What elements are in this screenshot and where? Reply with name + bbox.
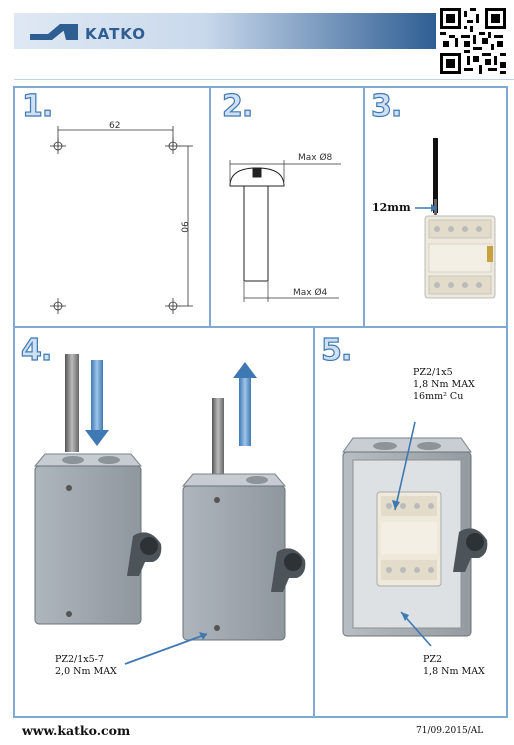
step-4-note-line1: PZ2/1x5-7: [55, 654, 104, 665]
step-1-panel: [13, 86, 211, 328]
wire-stripping-drawing: [415, 138, 496, 299]
step-5-top-note-line3: 16mm² Cu: [413, 391, 464, 402]
dimension-width-label: 62: [109, 121, 121, 131]
qr-code-icon[interactable]: [440, 8, 506, 74]
head-diameter-label: Max Ø8: [298, 153, 333, 163]
step-5-bottom-note-line1: PZ2: [423, 654, 443, 665]
strip-length-label: 12mm: [372, 201, 411, 214]
document-code: 71/09.2015/AL: [416, 726, 484, 736]
enclosure-knockout-drawing: [33, 354, 306, 665]
hole-bottom-left: [50, 298, 66, 314]
screw-drawing: [229, 160, 341, 302]
step-5-top-note-line1: PZ2/1x5: [413, 367, 453, 378]
step-1-number: 1.: [21, 88, 54, 124]
katko-logo-icon: [30, 24, 78, 40]
step-5-bottom-note-line2: 1,8 Nm MAX: [423, 666, 485, 677]
brand-name: KATKO: [85, 25, 147, 43]
hole-bottom-right: [165, 298, 181, 314]
step-2-panel: [209, 86, 365, 328]
step-4-note-line2: 2,0 Nm MAX: [55, 666, 117, 677]
mounting-hole-drawing: [50, 126, 193, 314]
header: [14, 13, 514, 80]
hole-top-right: [165, 138, 181, 154]
dimension-height-label: 90: [178, 221, 189, 233]
open-enclosure-wiring-drawing: [342, 421, 488, 647]
hole-top-left: [50, 138, 66, 154]
contactor-mounted-icon: [376, 491, 442, 587]
shank-diameter-label: Max Ø4: [293, 288, 328, 298]
step-3-number: 3.: [370, 88, 403, 124]
website-link[interactable]: www.katko.com: [22, 723, 131, 738]
contactor-icon: [424, 215, 496, 299]
header-band: [14, 13, 436, 49]
step-4-number: 4.: [20, 332, 53, 368]
step-5-number: 5.: [320, 332, 353, 368]
enclosure-right: [181, 362, 306, 641]
step-5-top-note-line2: 1,8 Nm MAX: [413, 379, 475, 390]
step-2-number: 2.: [221, 88, 254, 124]
enclosure-left: [33, 354, 162, 625]
